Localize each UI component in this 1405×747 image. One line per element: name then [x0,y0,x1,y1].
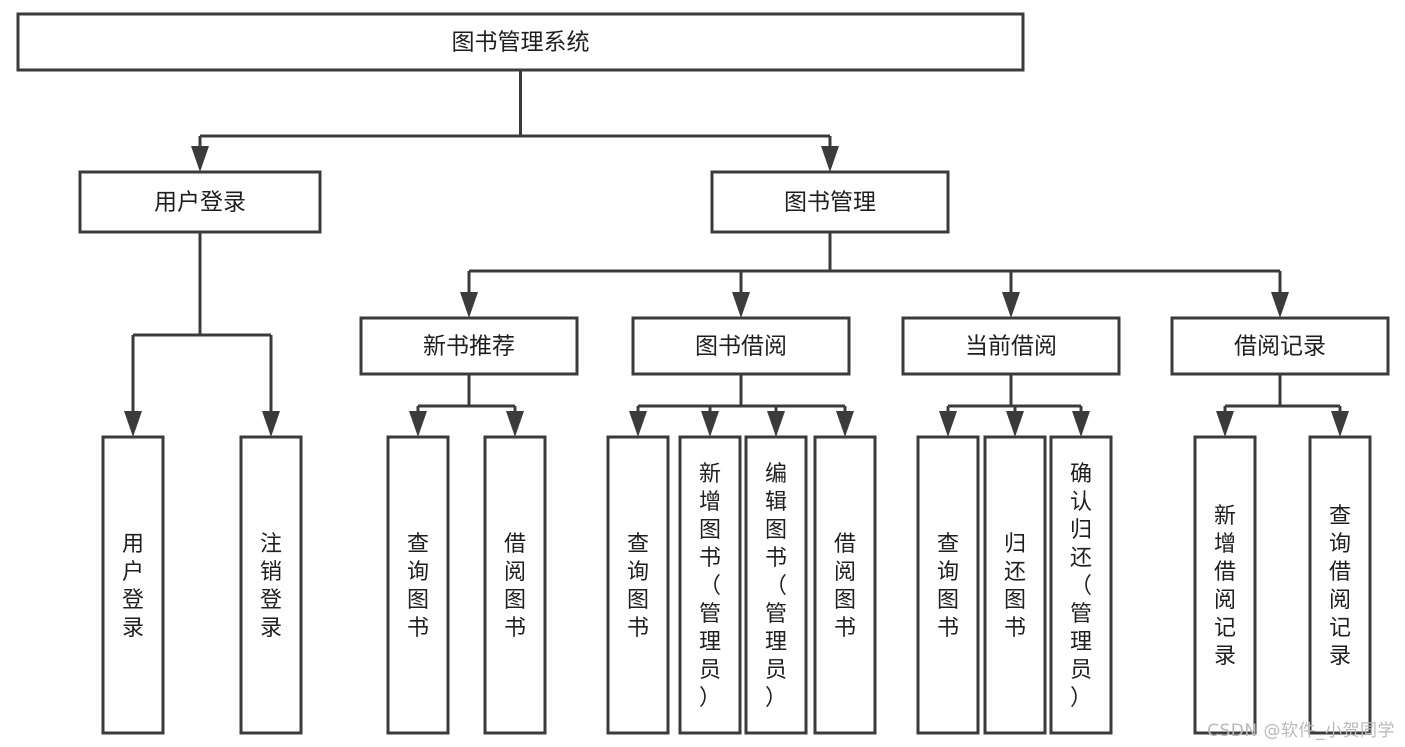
node-br-query-record[interactable]: 查询借阅记录 [1308,435,1372,735]
node-label-br-add-record: 新增借阅记录 [1214,504,1236,669]
node-cb-confirm-return[interactable]: 确认归还（管理员） [1049,435,1113,735]
arrow-head-icon [939,411,957,437]
node-label-cb-confirm-return: 确认归还（管理员） [1070,462,1092,711]
node-label-nbr-query-book: 查询图书 [407,532,429,641]
node-box-root[interactable] [16,12,1025,72]
node-borrow-record[interactable]: 借阅记录 [1170,316,1390,376]
node-label-borrow-record: 借阅记录 [1234,334,1326,360]
arrow-head-icon [1072,411,1090,437]
node-box-bb-borrow-book[interactable] [813,435,877,735]
node-cb-return-book[interactable]: 归还图书 [983,435,1047,735]
arrow-head-icon [1271,292,1289,318]
node-br-add-record[interactable]: 新增借阅记录 [1193,435,1257,735]
node-new-book-recommend[interactable]: 新书推荐 [359,316,579,376]
node-box-new-book-recommend[interactable] [359,316,579,376]
arrow-head-icon [701,411,719,437]
arrow-head-icon [836,411,854,437]
arrow-head-icon [409,411,427,437]
arrow-head-icon [1216,411,1234,437]
csdn-watermark: CSDN @软件_小贺同学 [1207,721,1395,741]
node-box-current-borrow[interactable] [901,316,1121,376]
node-box-bb-add-book[interactable] [678,435,742,735]
arrow-head-icon [1006,411,1024,437]
node-nbr-query-book[interactable]: 查询图书 [386,435,450,735]
node-box-bb-edit-book[interactable] [744,435,808,735]
node-label-user-login-do: 用户登录 [122,532,144,641]
node-book-manage[interactable]: 图书管理 [710,170,950,234]
node-user-login-do[interactable]: 用户登录 [101,435,165,735]
node-box-book-manage[interactable] [710,170,950,234]
node-label-bb-query-book: 查询图书 [627,532,649,641]
nodes-layer: 图书管理系统用户登录图书管理用户登录注销登录新书推荐查询图书借阅图书图书借阅查询… [16,12,1390,735]
node-label-br-query-record: 查询借阅记录 [1329,504,1351,669]
node-label-bb-edit-book: 编辑图书（管理员） [765,462,787,711]
node-label-root: 图书管理系统 [452,30,590,56]
arrow-head-icon [1002,292,1020,318]
arrow-head-icon [506,411,524,437]
node-label-cb-return-book: 归还图书 [1004,532,1026,641]
node-book-borrow[interactable]: 图书借阅 [631,316,851,376]
node-current-borrow[interactable]: 当前借阅 [901,316,1121,376]
node-box-cb-query-book[interactable] [916,435,980,735]
arrow-head-icon [767,411,785,437]
node-label-cb-query-book: 查询图书 [937,532,959,641]
node-label-book-borrow: 图书借阅 [695,334,787,360]
node-box-br-query-record[interactable] [1308,435,1372,735]
node-bb-query-book[interactable]: 查询图书 [606,435,670,735]
node-label-book-manage: 图书管理 [784,190,876,216]
node-box-nbr-borrow-book[interactable] [483,435,547,735]
node-box-cb-confirm-return[interactable] [1049,435,1113,735]
arrow-head-icon [262,411,280,437]
node-box-cb-return-book[interactable] [983,435,1047,735]
node-box-bb-query-book[interactable] [606,435,670,735]
arrow-head-icon [124,411,142,437]
node-bb-edit-book[interactable]: 编辑图书（管理员） [744,435,808,735]
arrow-head-icon [629,411,647,437]
node-bb-add-book[interactable]: 新增图书（管理员） [678,435,742,735]
arrow-head-icon [1331,411,1349,437]
node-box-nbr-query-book[interactable] [386,435,450,735]
arrow-head-icon [732,292,750,318]
connectors-layer [124,70,1349,437]
node-cb-query-book[interactable]: 查询图书 [916,435,980,735]
node-label-current-borrow: 当前借阅 [965,334,1057,360]
node-box-br-add-record[interactable] [1193,435,1257,735]
node-bb-borrow-book[interactable]: 借阅图书 [813,435,877,735]
node-label-new-book-recommend: 新书推荐 [423,334,515,360]
node-root[interactable]: 图书管理系统 [16,12,1025,72]
node-box-book-borrow[interactable] [631,316,851,376]
node-box-user-logout[interactable] [239,435,303,735]
node-label-user-login: 用户登录 [154,190,246,216]
node-user-logout[interactable]: 注销登录 [239,435,303,735]
arrow-head-icon [460,292,478,318]
node-nbr-borrow-book[interactable]: 借阅图书 [483,435,547,735]
node-box-user-login-do[interactable] [101,435,165,735]
node-label-bb-add-book: 新增图书（管理员） [699,462,721,711]
node-box-borrow-record[interactable] [1170,316,1390,376]
node-box-user-login[interactable] [78,170,322,234]
node-label-nbr-borrow-book: 借阅图书 [504,532,526,641]
node-user-login[interactable]: 用户登录 [78,170,322,234]
arrow-head-icon [191,146,209,172]
node-label-bb-borrow-book: 借阅图书 [834,532,856,641]
node-label-user-logout: 注销登录 [260,532,282,641]
arrow-head-icon [821,146,839,172]
